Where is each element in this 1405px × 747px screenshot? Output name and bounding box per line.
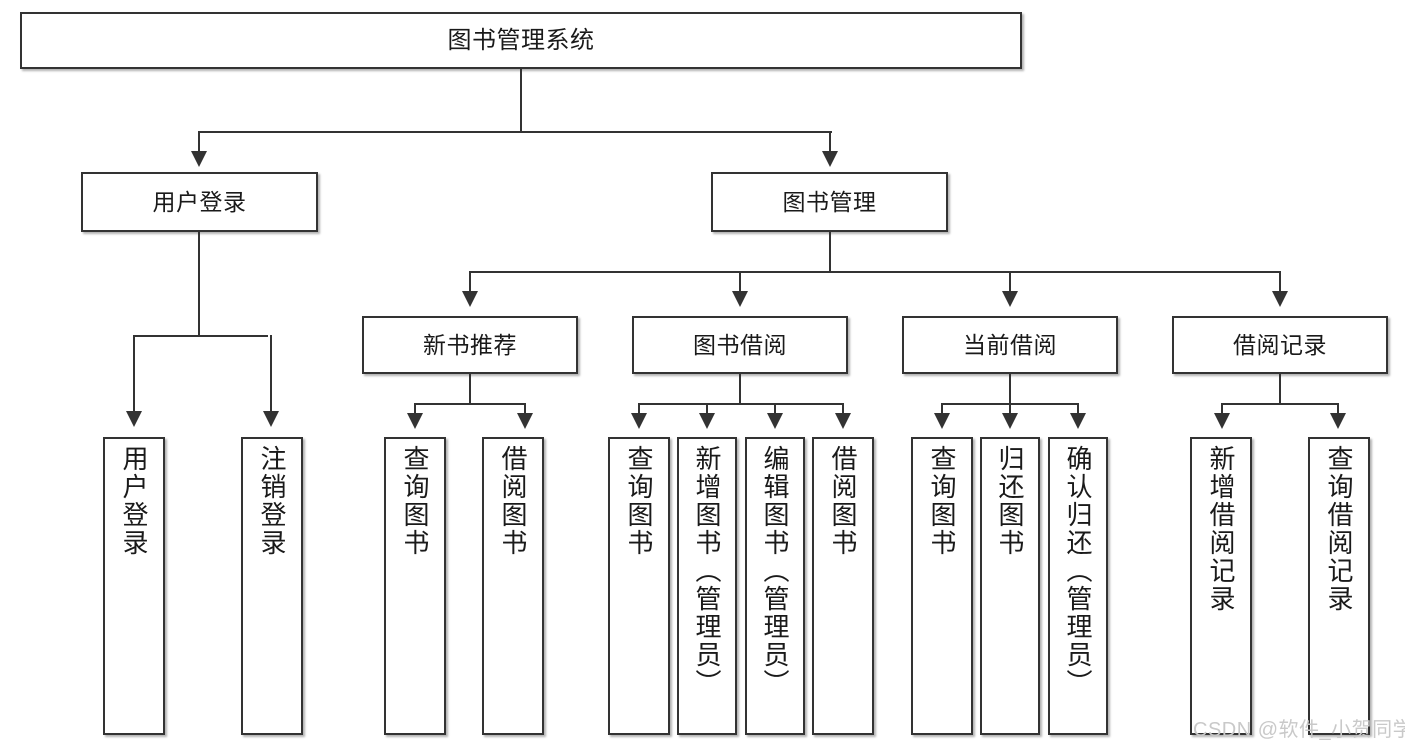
- connector-book-borrow-bus: [638, 403, 844, 405]
- node-label: 借阅图书: [828, 445, 858, 557]
- connector-bb-leaf-4: [842, 403, 844, 415]
- node-label: 用户登录: [152, 188, 247, 215]
- node-label: 查询图书: [624, 445, 654, 557]
- connector-new-book-stem: [469, 374, 471, 404]
- connector-bm-to-borrow-record: [1279, 271, 1281, 293]
- connector-cb-leaf-3: [1077, 403, 1079, 415]
- node-label: 查询借阅记录: [1324, 445, 1354, 613]
- node-book-borrow[interactable]: 图书借阅: [632, 316, 848, 374]
- connector-bb-leaf-1: [638, 403, 640, 415]
- node-label: 查询图书: [927, 445, 957, 557]
- arrow-cb-leaf-2: [1002, 413, 1018, 429]
- node-label: 当前借阅: [963, 331, 1057, 358]
- connector-bm-to-book-borrow: [739, 271, 741, 293]
- leaf-edit-book-admin[interactable]: 编辑图书（管理员）: [745, 437, 805, 735]
- node-label: 图书管理系统: [447, 26, 595, 54]
- node-current-borrow[interactable]: 当前借阅: [902, 316, 1118, 374]
- leaf-query-book-current[interactable]: 查询图书: [911, 437, 973, 735]
- node-label: 查询图书: [400, 445, 430, 557]
- leaf-query-borrow-record[interactable]: 查询借阅记录: [1308, 437, 1370, 735]
- arrow-to-new-book-recommend: [462, 291, 478, 307]
- connector-borrow-record-stem: [1279, 374, 1281, 404]
- arrow-bb-leaf-4: [835, 413, 851, 429]
- connector-book-borrow-stem: [739, 374, 741, 404]
- leaf-borrow-book[interactable]: 借阅图书: [812, 437, 874, 735]
- connector-bm-to-current-borrow: [1009, 271, 1011, 293]
- leaf-query-book-recommend[interactable]: 查询图书: [384, 437, 446, 735]
- arrow-to-book-management: [822, 151, 838, 167]
- connector-root-to-book-management: [829, 131, 831, 153]
- arrow-to-leaf-logout: [263, 411, 279, 427]
- node-label: 新增图书（管理员）: [692, 445, 722, 697]
- arrow-cb-leaf-1: [934, 413, 950, 429]
- arrow-to-borrow-record: [1272, 291, 1288, 307]
- connector-cb-leaf-1: [941, 403, 943, 415]
- leaf-borrow-book-recommend[interactable]: 借阅图书: [482, 437, 544, 735]
- node-book-management[interactable]: 图书管理: [711, 172, 948, 232]
- connector-book-management-stem: [829, 232, 831, 272]
- node-label: 用户登录: [119, 445, 149, 557]
- node-label: 编辑图书（管理员）: [760, 445, 790, 697]
- arrow-nb-leaf-1: [407, 413, 423, 429]
- connector-user-login-bus: [133, 335, 268, 337]
- arrow-bb-leaf-1: [631, 413, 647, 429]
- connector-root-stem: [520, 69, 522, 132]
- connector-cb-leaf-2: [1009, 403, 1011, 415]
- connector-bb-leaf-2: [706, 403, 708, 415]
- node-label: 新增借阅记录: [1206, 445, 1236, 613]
- connector-borrow-record-bus: [1221, 403, 1339, 405]
- node-root-book-management-system[interactable]: 图书管理系统: [20, 12, 1022, 69]
- arrow-to-current-borrow: [1002, 291, 1018, 307]
- connector-current-borrow-stem: [1009, 374, 1011, 404]
- leaf-add-book-admin[interactable]: 新增图书（管理员）: [677, 437, 737, 735]
- node-new-book-recommend[interactable]: 新书推荐: [362, 316, 578, 374]
- node-label: 归还图书: [995, 445, 1025, 557]
- arrow-br-leaf-1: [1214, 413, 1230, 429]
- node-user-login[interactable]: 用户登录: [81, 172, 318, 232]
- connector-br-leaf-2: [1337, 403, 1339, 415]
- connector-br-leaf-1: [1221, 403, 1223, 415]
- connector-user-login-to-leaf-2: [270, 335, 272, 413]
- arrow-bb-leaf-3: [767, 413, 783, 429]
- leaf-logout[interactable]: 注销登录: [241, 437, 303, 735]
- leaf-confirm-return-admin[interactable]: 确认归还（管理员）: [1048, 437, 1108, 735]
- connector-new-book-bus: [414, 403, 526, 405]
- node-label: 图书借阅: [693, 331, 787, 358]
- leaf-return-book[interactable]: 归还图书: [980, 437, 1040, 735]
- connector-book-management-bus: [469, 271, 1281, 273]
- connector-root-to-user-login: [198, 131, 200, 153]
- node-label: 注销登录: [257, 445, 287, 557]
- connector-root-bus: [198, 131, 832, 133]
- node-label: 借阅图书: [498, 445, 528, 557]
- node-label: 新书推荐: [423, 331, 517, 358]
- node-borrow-record[interactable]: 借阅记录: [1172, 316, 1388, 374]
- leaf-add-borrow-record[interactable]: 新增借阅记录: [1190, 437, 1252, 735]
- connector-bb-leaf-3: [774, 403, 776, 415]
- arrow-cb-leaf-3: [1070, 413, 1086, 429]
- arrow-nb-leaf-2: [517, 413, 533, 429]
- connector-user-login-to-leaf-1: [133, 335, 135, 413]
- arrow-to-book-borrow: [732, 291, 748, 307]
- connector-nb-leaf-1: [414, 403, 416, 415]
- connector-nb-leaf-2: [524, 403, 526, 415]
- node-label: 确认归还（管理员）: [1063, 445, 1093, 697]
- leaf-query-book-borrow[interactable]: 查询图书: [608, 437, 670, 735]
- connector-bm-to-new-book: [469, 271, 471, 293]
- arrow-to-user-login: [191, 151, 207, 167]
- node-label: 图书管理: [782, 188, 877, 215]
- node-label: 借阅记录: [1233, 331, 1327, 358]
- arrow-br-leaf-2: [1330, 413, 1346, 429]
- leaf-user-login[interactable]: 用户登录: [103, 437, 165, 735]
- arrow-bb-leaf-2: [699, 413, 715, 429]
- arrow-to-leaf-user-login: [126, 411, 142, 427]
- watermark-text: CSDN @软件_小贺同学: [1193, 719, 1405, 741]
- connector-user-login-stem: [198, 232, 200, 336]
